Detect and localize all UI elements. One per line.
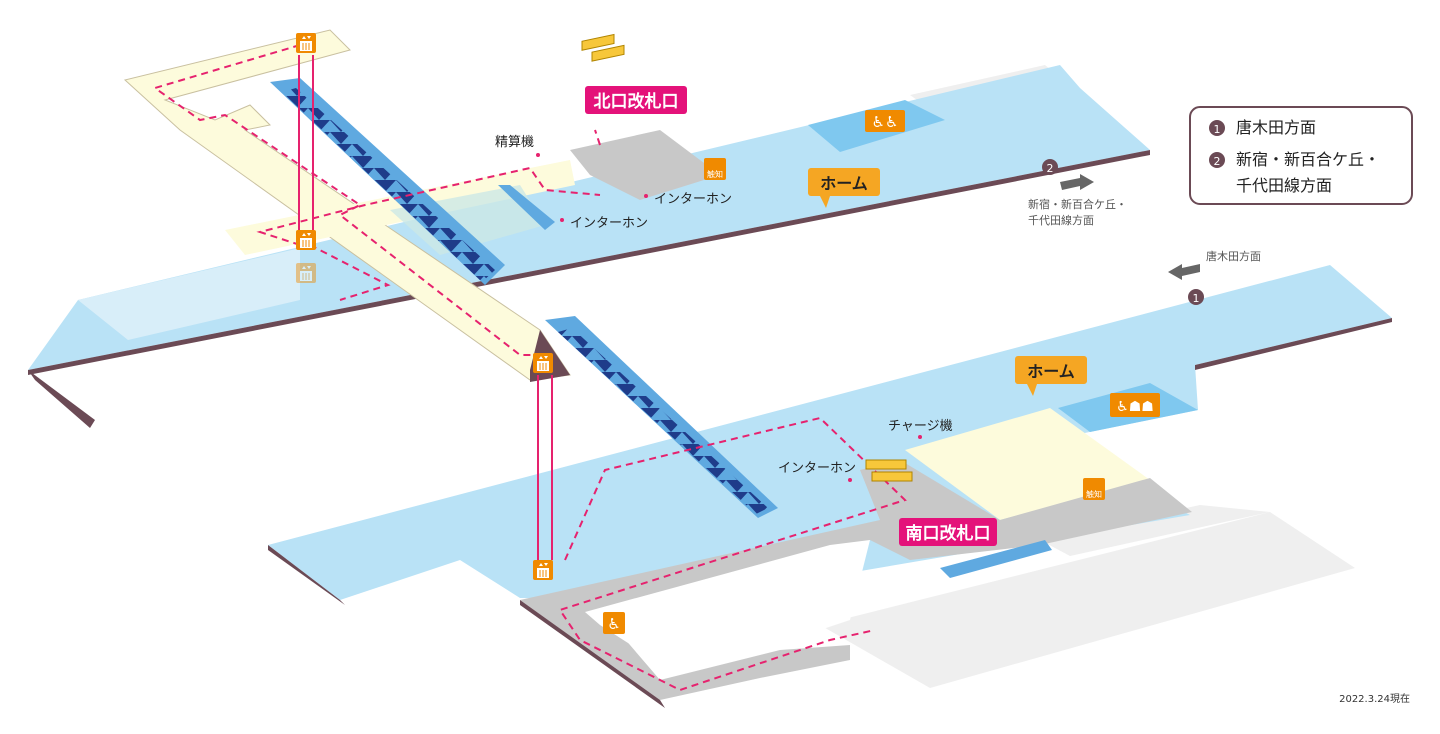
escalator-lower — [545, 316, 778, 518]
elevator-icon[interactable] — [295, 32, 317, 54]
arrow-icon — [1168, 264, 1200, 280]
wheelchair-icon[interactable]: ♿ — [603, 612, 625, 634]
intercom-label: インターホン — [778, 461, 856, 476]
multipurpose-toilet-icon[interactable]: ♿☗☗ — [1110, 393, 1160, 417]
svg-text:新宿・新百合ケ丘・: 新宿・新百合ケ丘・ — [1028, 197, 1127, 211]
elevator-icon[interactable] — [295, 229, 317, 251]
svg-text:触知: 触知 — [1086, 489, 1102, 499]
elevator-icon[interactable] — [532, 352, 554, 374]
svg-text:♿♿: ♿♿ — [872, 113, 899, 131]
svg-text:北口改札口: 北口改札口 — [594, 91, 679, 112]
svg-text:千代田線方面: 千代田線方面 — [1028, 213, 1094, 227]
lower-platform-label: ホーム — [1015, 356, 1087, 396]
ticket-gate-icon — [581, 33, 913, 482]
charge-machine-label: チャージ機 — [888, 419, 953, 434]
intercom-label: インターホン — [654, 192, 732, 207]
accessible-route — [152, 44, 907, 692]
svg-text:唐木田方面: 唐木田方面 — [1206, 249, 1261, 263]
slope-south — [940, 540, 1052, 578]
fare-adjust-label: 精算機 — [495, 135, 534, 150]
intercom-label: インターホン — [570, 216, 648, 231]
slope-north — [498, 185, 555, 230]
svg-text:触知: 触知 — [707, 169, 723, 179]
direction-2: 2 新宿・新百合ケ丘・ 千代田線方面 — [1028, 159, 1127, 227]
direction-1: 唐木田方面 1 — [1168, 249, 1261, 305]
elevator-shaft — [298, 55, 553, 560]
date-stamp: 2022.3.24現在 — [1339, 693, 1410, 705]
upper-platform-label: ホーム — [808, 168, 880, 208]
escalator-upper — [270, 78, 505, 285]
south-gate-label: 南口改札口 — [899, 518, 997, 546]
tactile-map-icon: 触知 — [704, 158, 726, 180]
svg-text:ホーム: ホーム — [1027, 362, 1075, 381]
svg-text:♿: ♿ — [607, 615, 620, 633]
svg-text:♿☗☗: ♿☗☗ — [1116, 399, 1154, 415]
tactile-map-icon: 触知 — [1083, 478, 1105, 500]
svg-text:1: 1 — [1214, 123, 1221, 136]
svg-text:2: 2 — [1047, 162, 1054, 175]
legend-item-2-line2: 千代田線方面 — [1236, 176, 1332, 195]
north-gate-label: 北口改札口 — [585, 86, 687, 114]
elevator-icon[interactable] — [532, 559, 554, 581]
svg-text:2: 2 — [1214, 155, 1221, 168]
arrow-icon — [1060, 174, 1094, 190]
legend-item-1: 唐木田方面 — [1236, 118, 1316, 137]
svg-text:ホーム: ホーム — [820, 174, 868, 193]
svg-text:1: 1 — [1193, 292, 1200, 305]
elevator-icon — [295, 262, 317, 284]
wheelchair-toilet-icon[interactable]: ♿♿ — [865, 110, 905, 132]
upper-platform — [28, 65, 1150, 428]
legend-item-2-line1: 新宿・新百合ケ丘・ — [1236, 150, 1380, 169]
direction-legend: 1 唐木田方面 2 新宿・新百合ケ丘・ 千代田線方面 — [1189, 106, 1413, 205]
north-gate-area — [570, 130, 720, 200]
south-gate-area — [520, 460, 1192, 708]
svg-text:南口改札口: 南口改札口 — [906, 523, 991, 544]
